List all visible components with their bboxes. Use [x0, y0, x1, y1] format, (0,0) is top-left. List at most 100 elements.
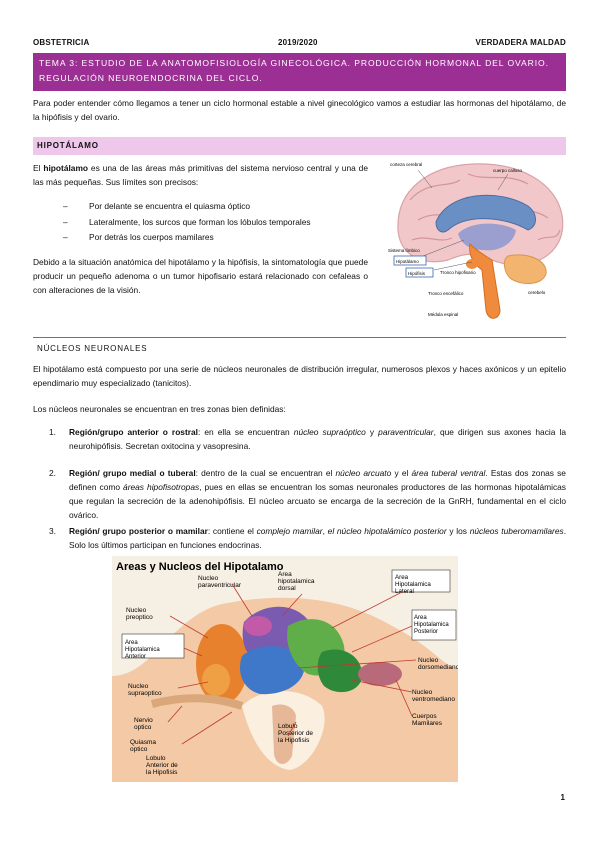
page-number: 1 — [560, 793, 565, 802]
label-line: Hipotalamica — [125, 647, 160, 653]
bold-term: hipotálamo — [43, 163, 89, 173]
text-run: y el — [391, 468, 412, 478]
label-line: la Hipofisis — [278, 737, 310, 744]
text-run: y los — [446, 526, 470, 536]
text-run: es una de las áreas más primitivas del s… — [33, 163, 368, 187]
adenoma-paragraph: Debido a la situación anatómica del hipo… — [33, 257, 368, 295]
label-tronco-hipofisario: Tronco hipofisario — [440, 270, 476, 275]
italic-term: paraventricular — [378, 427, 434, 437]
label-tronco-encefalico: Tronco encefálico — [428, 291, 464, 296]
item-number: 1. — [49, 427, 56, 437]
paraventricular-shape — [244, 616, 272, 636]
ventromedian-shape — [317, 649, 363, 693]
header-author: VERDADERA MALDAD — [475, 38, 566, 47]
section-divider — [33, 337, 566, 338]
topic-title: TEMA 3: ESTUDIO DE LA ANATOMOFISIOLOGÍA … — [33, 53, 566, 91]
text-run: , pues en ellas se encuentran los somas … — [69, 482, 566, 520]
text-run: El — [33, 163, 44, 173]
regiones-list: 1.Región/grupo anterior o rostral: en el… — [33, 425, 566, 552]
label-line: Anterior — [125, 654, 146, 660]
label-line: supraoptico — [128, 690, 162, 697]
nucleos-paragraph: El hipotálamo está compuesto por una ser… — [33, 364, 566, 388]
italic-term: complejo mamilar — [256, 526, 323, 536]
label-line: Anterior de — [146, 762, 178, 769]
label-line: la Hipofisis — [146, 769, 178, 776]
label-box — [411, 609, 457, 641]
label-line: dorsal — [278, 585, 296, 592]
italic-term: el núcleo hipotalámico posterior — [327, 526, 447, 536]
label-line: Mamilares — [412, 720, 443, 727]
section-heading-nucleos: NÚCLEOS NEURONALES — [37, 344, 148, 353]
cerebellum-shape — [503, 254, 547, 284]
dorsomedian-shape — [240, 646, 305, 695]
bold-term: Región/ grupo posterior o mamilar — [69, 526, 208, 536]
intro-paragraph: Para poder entender cómo llegamos a tene… — [33, 98, 566, 122]
label-box — [391, 569, 451, 593]
limits-list: Por delante se encuentra el quiasma ópti… — [63, 199, 368, 246]
label-line: optico — [134, 724, 152, 731]
text-run: : dentro de la cual se encuentran el — [195, 468, 336, 478]
leader-line — [417, 169, 433, 189]
label-line: paraventricular — [198, 582, 242, 589]
pituitary-stalk — [272, 704, 296, 765]
label-calloso: cuerpo calloso — [493, 168, 523, 173]
label-line: Posterior de — [278, 730, 313, 737]
leader-lines — [167, 583, 417, 745]
italic-term: áreas hipofisotropas — [123, 482, 200, 492]
italic-term: área tuberal ventral — [411, 468, 486, 478]
text-run: : contiene el — [207, 526, 257, 536]
optic-nerve-shape — [150, 694, 244, 710]
bold-term: Región/ grupo medial o tuberal — [69, 468, 196, 478]
list-item: Por delante se encuentra el quiasma ópti… — [63, 199, 368, 215]
limbic-shape — [458, 223, 516, 251]
label-hipofisis: Hipófisis — [408, 271, 426, 276]
corpus-callosum-shape — [435, 194, 536, 233]
label-limbico: Sistema límbico — [388, 248, 420, 253]
label-line: dorsomediano — [418, 664, 458, 671]
list-item: Por detrás los cuerpos mamilares — [63, 230, 368, 246]
hipotalamo-label-box — [393, 255, 427, 266]
list-item: 1.Región/grupo anterior o rostral: en el… — [33, 425, 566, 453]
pituitary-shape — [466, 259, 478, 269]
leader-line — [433, 261, 473, 271]
leader-line — [497, 173, 509, 191]
hipotalamo-paragraph: El hipotálamo es una de las áreas más pr… — [33, 161, 368, 189]
label-line: optico — [130, 746, 148, 753]
text-run: . Solo los últimos participan en funcion… — [69, 526, 567, 550]
zonas-paragraph: Los núcleos neuronales se encuentran en … — [33, 404, 286, 414]
page-header: OBSTETRICIA 2019/2020 VERDADERA MALDAD — [33, 38, 566, 50]
text-run: y — [365, 427, 379, 437]
header-year: 2019/2020 — [278, 38, 318, 47]
label-line: Hipotalamica — [414, 622, 449, 628]
figure-title: Areas y Nucleos del Hipotalamo — [116, 561, 284, 573]
text-run: . Estas dos zonas se definen como — [69, 468, 566, 492]
italic-term: núcleo supraóptico — [293, 427, 366, 437]
italic-term: núcleos tuberomamilares — [469, 526, 564, 536]
text-run: , — [322, 526, 328, 536]
text-run: : en ella se encuentran — [198, 427, 294, 437]
text-run: , que dirigen sus axones hacia la neuroh… — [69, 427, 566, 451]
item-number: 3. — [49, 526, 56, 536]
list-item: 2.Región/ grupo medial o tuberal: dentro… — [33, 466, 566, 522]
leader-line — [417, 239, 465, 259]
mammillary-shape — [358, 662, 402, 686]
list-item: Lateralmente, los surcos que forman los … — [63, 215, 368, 231]
section-heading-hipotalamo: HIPOTÁLAMO — [33, 137, 566, 155]
list-item: 3. Región/ grupo posterior o mamilar: con… — [33, 524, 566, 552]
label-line: Hipotalamica — [395, 581, 431, 588]
hipofisis-label-box — [405, 267, 434, 278]
